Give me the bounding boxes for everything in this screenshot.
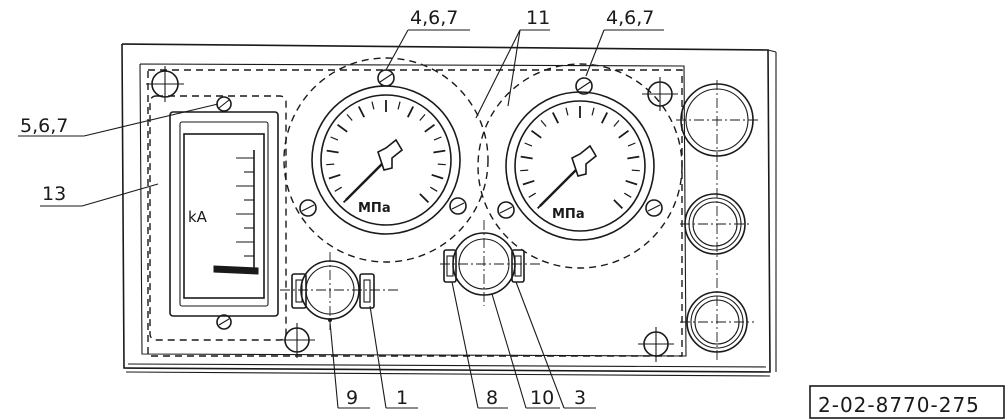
gauge-left-tick — [419, 193, 430, 204]
drawing-number: 2-02-8770-275 — [818, 393, 980, 417]
gauge-left-unit-label: МПа — [358, 201, 391, 216]
corner-screw-bottom-left — [279, 323, 315, 358]
gauge-right-tick — [551, 112, 560, 124]
gauge-right-right-screw — [645, 199, 663, 217]
gauge-left-tick — [424, 123, 436, 133]
callout-13: 13 — [42, 183, 66, 205]
gauge-right-unit-label: МПа — [552, 207, 585, 222]
gauge-right-tick — [613, 120, 620, 127]
gauge-right-tick — [528, 192, 537, 198]
gauge-right-tick — [627, 155, 640, 160]
gauge-right-tick — [591, 107, 595, 116]
gauge-left-tick — [397, 101, 401, 110]
gauge-right-scale-ticks — [520, 106, 640, 210]
gauge-right-tick — [627, 142, 636, 147]
gauge-left-tick — [406, 106, 415, 118]
drawing-number-box: 2-02-8770-275 — [809, 385, 1005, 419]
gauge-left-tick — [326, 149, 339, 154]
ammeter: kA — [169, 96, 279, 330]
callout-9: 9 — [346, 387, 358, 409]
pressure-gauge-right: МПа — [497, 77, 663, 241]
gauge-left-tick — [334, 186, 343, 192]
gauge-right-tick — [524, 142, 533, 147]
gauge-left-tick — [357, 106, 366, 118]
callout-4-6-7-right: 4,6,7 — [606, 7, 654, 29]
corner-screw-top-right — [642, 77, 678, 111]
gauge-right-tick — [565, 107, 569, 116]
gauge-left-tick — [437, 163, 446, 166]
gauge-right-tick — [540, 120, 547, 127]
callout-11: 11 — [526, 7, 550, 29]
callout-3: 3 — [574, 387, 586, 409]
callout-8: 8 — [486, 387, 498, 409]
gauge-right-tick — [522, 179, 535, 186]
gauge-right-left-screw — [497, 201, 515, 219]
gauge-right-tick — [530, 129, 542, 139]
gauge-right-tick — [613, 199, 624, 210]
gauge-left-needle — [345, 138, 404, 201]
gauge-left-tick — [433, 149, 446, 154]
gauge-right-tick — [625, 179, 638, 186]
gauge-right-needle — [539, 144, 598, 207]
gauge-left-top-screw — [377, 69, 395, 87]
gauge-left-left-screw — [299, 199, 317, 217]
gauge-left-scale-ticks — [326, 100, 446, 204]
indicator-lamp-top — [676, 83, 760, 157]
gauge-left-tick — [336, 123, 348, 133]
ammeter-top-screw — [216, 96, 232, 112]
switch-center — [440, 220, 540, 306]
callout-10: 10 — [530, 387, 554, 409]
gauge-right-tick — [520, 169, 529, 172]
ammeter-unit-label: kA — [188, 208, 208, 226]
gauge-left-tick — [328, 173, 341, 180]
dashed-boundaries — [147, 57, 683, 357]
leader-lines — [18, 29, 664, 409]
pressure-gauge-left: МПа — [299, 69, 467, 235]
corner-screw-bottom-right — [638, 327, 674, 362]
gauge-left-right-screw — [449, 197, 467, 215]
gauge-left-tick — [433, 136, 442, 141]
switch-left — [280, 252, 398, 330]
gauge-right-top-screw — [575, 77, 593, 95]
gauge-left-tick — [429, 186, 438, 192]
gauge-left-tick — [431, 173, 444, 180]
gauge-right-tick — [623, 192, 632, 198]
callout-1: 1 — [396, 387, 408, 409]
gauge-left-tick — [346, 114, 353, 121]
gauge-left-tick — [330, 136, 339, 141]
callout-5-6-7: 5,6,7 — [20, 115, 68, 137]
gauge-left-tick — [371, 101, 375, 110]
ammeter-bottom-screw — [216, 314, 232, 330]
gauge-right-tick — [618, 129, 630, 139]
gauge-left-tick — [419, 114, 426, 121]
callout-4-6-7-left: 4,6,7 — [410, 7, 458, 29]
gauge-right-tick — [520, 155, 533, 160]
corner-screw-top-left — [146, 66, 184, 102]
gauge-left-tick — [326, 163, 335, 166]
ammeter-scale — [213, 150, 259, 275]
gauge-right-tick — [600, 112, 609, 124]
gauge-right-tick — [631, 169, 640, 172]
indicator-lamp-middle — [680, 193, 752, 255]
